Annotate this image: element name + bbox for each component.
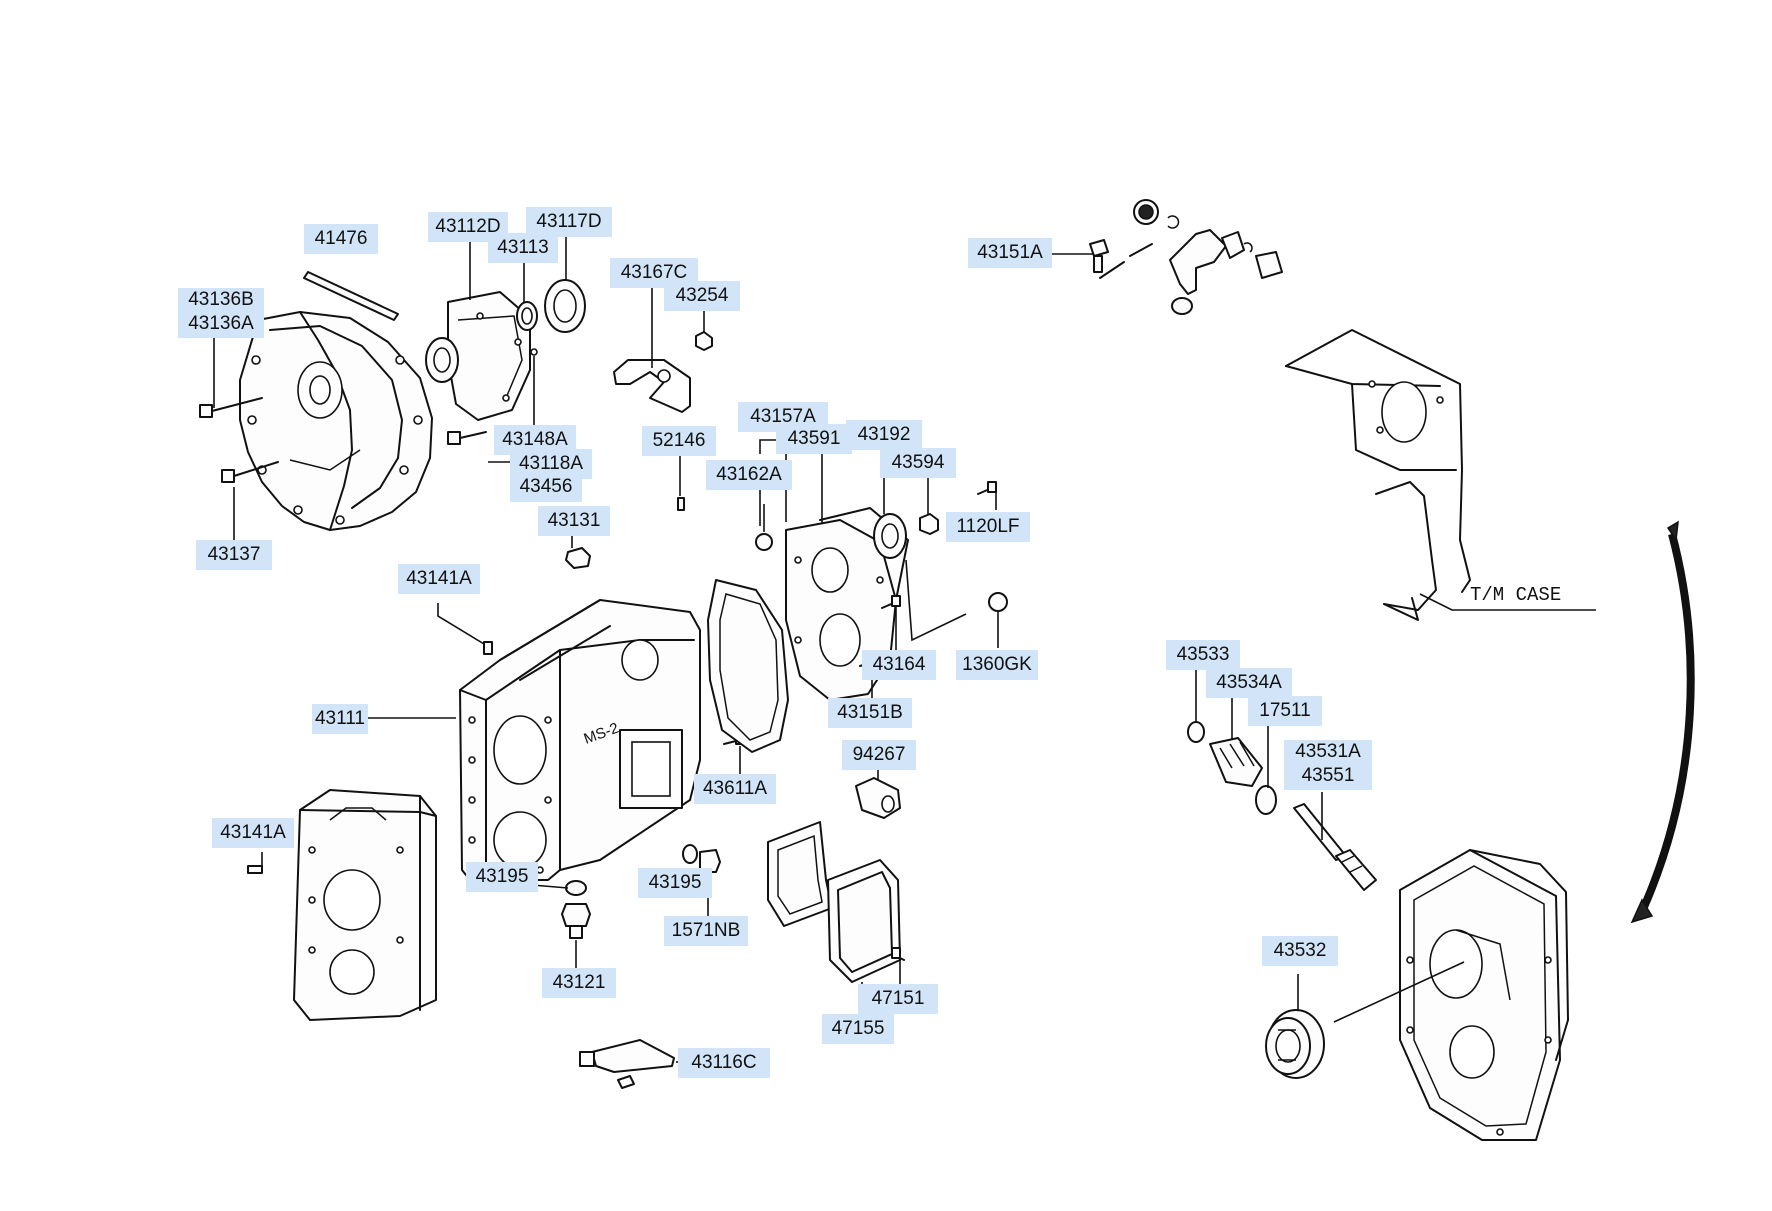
bolt-43118A bbox=[447, 431, 487, 445]
callout-43162A[interactable]: 43162A bbox=[706, 460, 792, 490]
bolt-47151 bbox=[891, 947, 905, 961]
bolt-43137 bbox=[221, 461, 279, 483]
callout-43136B[interactable]: 43136B bbox=[188, 289, 254, 310]
tm-case-reference bbox=[1285, 329, 1596, 621]
callout-43611A[interactable]: 43611A bbox=[694, 774, 776, 804]
o-ring-43533 bbox=[1187, 721, 1205, 743]
callout-43594[interactable]: 43594 bbox=[880, 448, 956, 478]
drive-gear-43532 bbox=[1265, 1009, 1325, 1079]
driven-gear-43531A bbox=[1293, 803, 1377, 891]
callout-1360GK[interactable]: 1360GK bbox=[956, 650, 1038, 680]
drain-plug-43121 bbox=[561, 903, 591, 939]
pin-52146 bbox=[677, 497, 685, 511]
part-94267 bbox=[855, 777, 901, 819]
bracket-43167C bbox=[613, 359, 691, 413]
callout-94267[interactable]: 94267 bbox=[842, 740, 916, 770]
sealant-tube bbox=[579, 1039, 675, 1089]
callout-17511[interactable]: 17511 bbox=[1248, 696, 1322, 726]
bolt-43151A bbox=[1089, 239, 1109, 273]
reference-arrow bbox=[1630, 520, 1695, 924]
washer-43195-mid bbox=[682, 844, 698, 864]
callout-43195-mid[interactable]: 43195 bbox=[638, 868, 712, 898]
callout-43141A-left[interactable]: 43141A bbox=[212, 818, 294, 848]
nut-43254 bbox=[695, 331, 713, 351]
callout-43112D[interactable]: 43112D bbox=[428, 212, 508, 242]
callout-43121[interactable]: 43121 bbox=[542, 968, 616, 998]
washer-43195-left bbox=[565, 880, 587, 896]
callout-43151B[interactable]: 43151B bbox=[828, 698, 912, 728]
callout-47155[interactable]: 47155 bbox=[822, 1014, 894, 1044]
callout-43116C[interactable]: 43116C bbox=[678, 1048, 770, 1078]
tm-case-label: T/M CASE bbox=[1470, 584, 1561, 606]
transmission-case: MS-2 bbox=[459, 599, 701, 881]
callout-43195-left[interactable]: 43195 bbox=[466, 862, 538, 892]
callout-52146[interactable]: 52146 bbox=[642, 426, 716, 456]
callout-43533[interactable]: 43533 bbox=[1166, 640, 1240, 670]
clutch-housing bbox=[239, 311, 433, 531]
callout-41476[interactable]: 41476 bbox=[304, 224, 378, 254]
callout-43131[interactable]: 43131 bbox=[538, 506, 610, 536]
callout-47151[interactable]: 47151 bbox=[858, 984, 938, 1014]
extension-housing bbox=[293, 789, 437, 1021]
sleeve-43534A bbox=[1209, 737, 1263, 787]
callout-43151A[interactable]: 43151A bbox=[968, 238, 1052, 268]
dowel-pin-left bbox=[247, 865, 263, 874]
plug-43162A bbox=[755, 533, 773, 551]
adapter-housing bbox=[1399, 849, 1569, 1141]
callout-43111[interactable]: 43111 bbox=[312, 704, 368, 734]
callout-43137[interactable]: 43137 bbox=[196, 540, 272, 570]
callout-43136[interactable]: 43136B 43136A bbox=[178, 288, 264, 338]
bolt-43136 bbox=[199, 397, 263, 418]
shift-lever-assembly bbox=[1099, 199, 1283, 315]
callout-1120LF[interactable]: 1120LF bbox=[946, 512, 1030, 542]
callout-43164[interactable]: 43164 bbox=[862, 650, 936, 680]
part-43131 bbox=[565, 547, 591, 569]
callout-43456[interactable]: 43456 bbox=[510, 472, 582, 502]
callout-43113[interactable]: 43113 bbox=[488, 233, 558, 263]
callout-43591[interactable]: 43591 bbox=[776, 424, 852, 454]
nut-43594 bbox=[919, 513, 939, 535]
callout-43192[interactable]: 43192 bbox=[846, 420, 922, 450]
inspection-cover bbox=[827, 859, 901, 983]
callout-43141A-top[interactable]: 43141A bbox=[398, 564, 480, 594]
gasket-strip bbox=[303, 271, 399, 321]
callout-1571NB[interactable]: 1571NB bbox=[664, 916, 748, 946]
o-ring-17511 bbox=[1255, 785, 1277, 815]
callout-43532[interactable]: 43532 bbox=[1262, 936, 1338, 966]
callout-43551[interactable]: 43551 bbox=[1301, 765, 1355, 786]
front-bearing-retainer bbox=[425, 291, 531, 421]
callout-43531A[interactable]: 43531A bbox=[1295, 741, 1361, 762]
callout-43531A-43551[interactable]: 43531A 43551 bbox=[1284, 740, 1372, 790]
callout-43117D[interactable]: 43117D bbox=[526, 207, 612, 237]
callout-43534A[interactable]: 43534A bbox=[1206, 668, 1292, 698]
seal-1360GK bbox=[988, 592, 1008, 612]
callout-43254[interactable]: 43254 bbox=[664, 281, 740, 311]
callout-43136A[interactable]: 43136A bbox=[188, 313, 254, 334]
bolt-1120LF bbox=[977, 481, 997, 495]
dowel-pin-top bbox=[483, 641, 493, 655]
